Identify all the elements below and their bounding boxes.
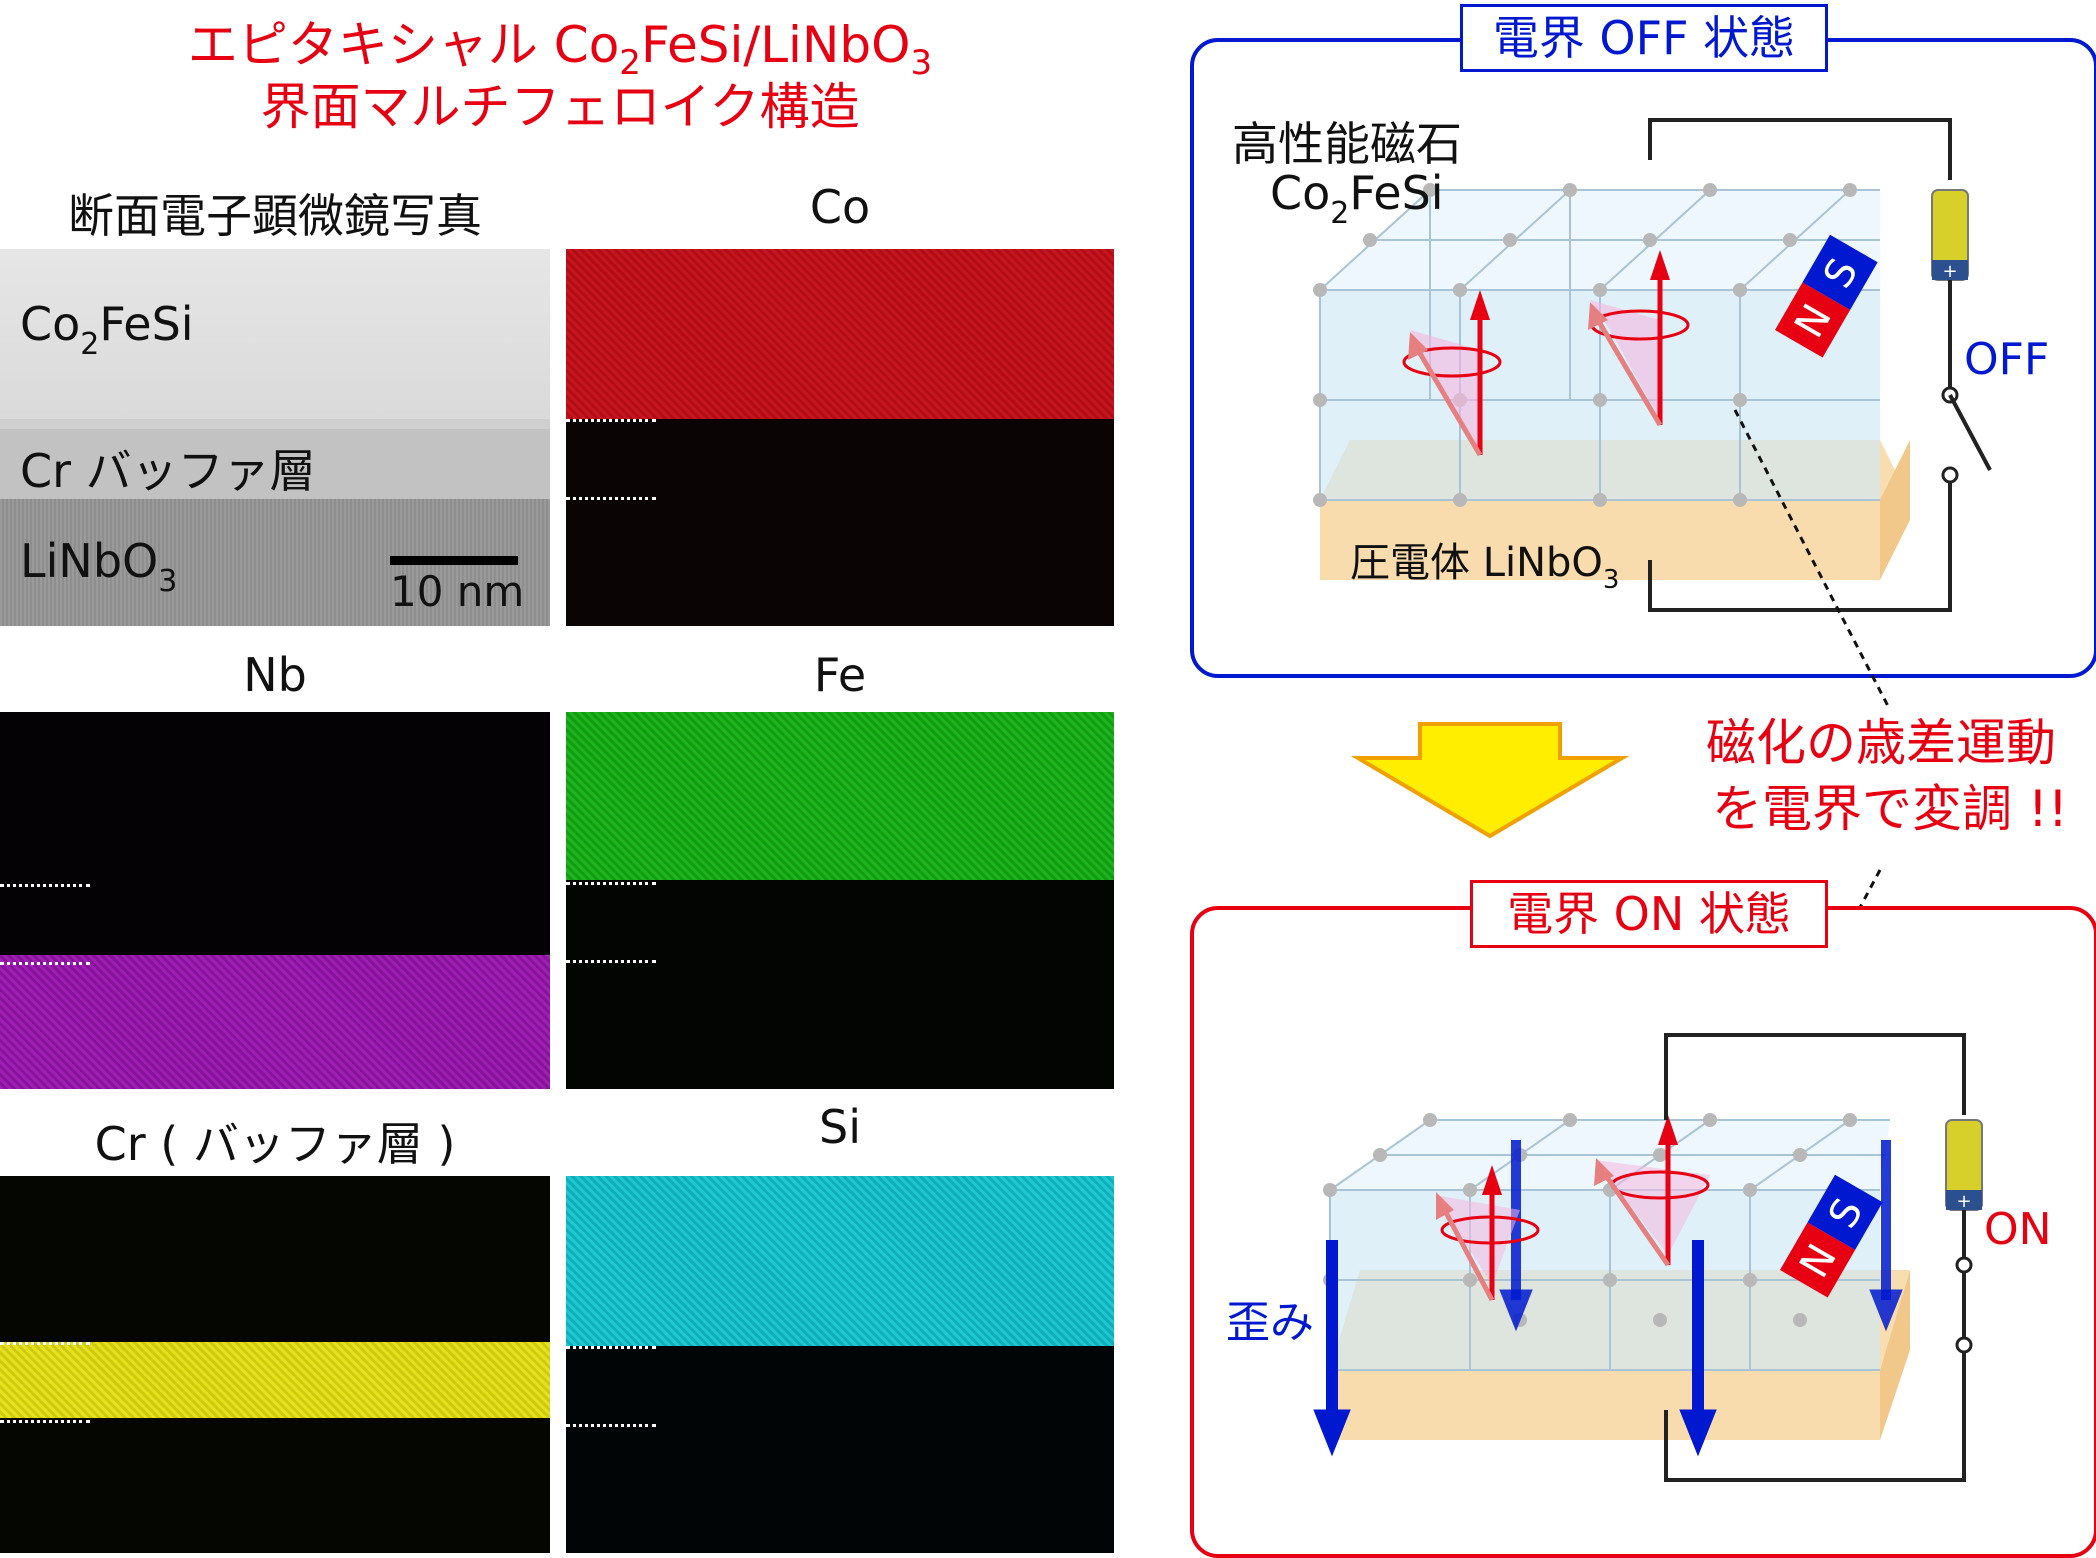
tem-layer-co2fesi: Co2FeSi: [20, 297, 194, 362]
tem-image: Co2FeSi Cr バッファ層 LiNbO3 10 nm: [0, 249, 550, 626]
precession-note-line1: 磁化の歳差運動: [1706, 714, 2056, 772]
battery-cap: [1946, 1190, 1982, 1210]
substrate-label: 圧電体 LiNbO3: [1350, 540, 1620, 595]
on-state-label: 電界 ON 状態: [1470, 880, 1828, 948]
substrate-front: [1320, 500, 1880, 580]
tem-label: 断面電子顕微鏡写真: [68, 189, 482, 243]
scale-bar-label: 10 nm: [390, 567, 525, 616]
fe-label: Fe: [813, 648, 867, 702]
figure-title-line2: 界面マルチフェロイク構造: [260, 78, 860, 136]
substrate-side: [1880, 440, 1910, 580]
figure-title-line1: エピタキシャル Co2FeSi/LiNbO3: [187, 16, 933, 83]
magnet-name-line1: 高性能磁石: [1232, 117, 1462, 171]
interface-line-top: [0, 884, 90, 887]
si-map: [566, 1176, 1114, 1553]
nb-map: [0, 712, 550, 1089]
nb-label: Nb: [243, 648, 307, 702]
circuit-wire-bottom: [1648, 482, 1952, 612]
spin-cone-1: [1402, 290, 1502, 457]
bar-magnet: N S: [1775, 234, 1878, 358]
co-map: [566, 249, 1114, 626]
magnet-name-line2: Co2FeSi: [1270, 166, 1444, 231]
interface-line-top: [0, 1342, 90, 1345]
interface-line-bottom: [566, 960, 656, 963]
transition-arrow: [1350, 722, 1630, 839]
substrate-side: [1880, 1270, 1910, 1440]
interface-line-bottom: [0, 962, 90, 965]
co-label: Co: [809, 180, 871, 234]
bar-magnet: N S: [1780, 1174, 1883, 1298]
cr-label: Cr ( バッファ層 ): [94, 1117, 456, 1171]
battery-plus: +: [1942, 261, 1957, 282]
spin-cone-2: [1594, 1115, 1710, 1267]
switch-state-on: ON: [1984, 1204, 2052, 1255]
interface-line-top: [566, 882, 656, 885]
interface-line-bottom: [566, 1424, 656, 1427]
on-state-diagram: N S +: [1313, 1033, 1983, 1482]
strain-arrows: [1313, 1140, 1903, 1457]
interface-line-bottom: [0, 1420, 90, 1423]
interface-line-top: [566, 419, 656, 422]
spin-cone-1: [1435, 1165, 1540, 1302]
switch-state-off: OFF: [1964, 334, 2050, 385]
scale-bar: [390, 556, 518, 565]
switch-contact: [1955, 1256, 1973, 1274]
switch-contact: [1955, 1336, 1973, 1354]
cr-map: [0, 1176, 550, 1553]
fe-map: [566, 712, 1114, 1089]
circuit-wire-top: [1664, 1033, 1966, 1120]
strain-label: 歪み: [1226, 1297, 1314, 1348]
off-state-label: 電界 OFF 状態: [1460, 4, 1828, 72]
circuit-wire-bottom: [1664, 1352, 1966, 1482]
tem-layer-linbo3: LiNbO3: [20, 534, 178, 599]
battery-cap: [1932, 260, 1968, 280]
off-state-diagram: N S +: [1313, 118, 1992, 612]
interface-line-bottom: [566, 497, 656, 500]
switch-lever-open: [1948, 394, 1992, 471]
spin-cone-2: [1588, 250, 1690, 427]
interface-line-top: [566, 1346, 656, 1349]
circuit-wire-top: [1648, 118, 1952, 180]
substrate-front: [1330, 1370, 1880, 1440]
si-label: Si: [819, 1100, 861, 1154]
battery-plus: +: [1956, 1191, 1971, 1212]
precession-note-line2: を電界で変調 !!: [1712, 780, 2068, 838]
switch-contact: [1941, 466, 1959, 484]
tem-layer-cr: Cr バッファ層: [20, 444, 316, 498]
